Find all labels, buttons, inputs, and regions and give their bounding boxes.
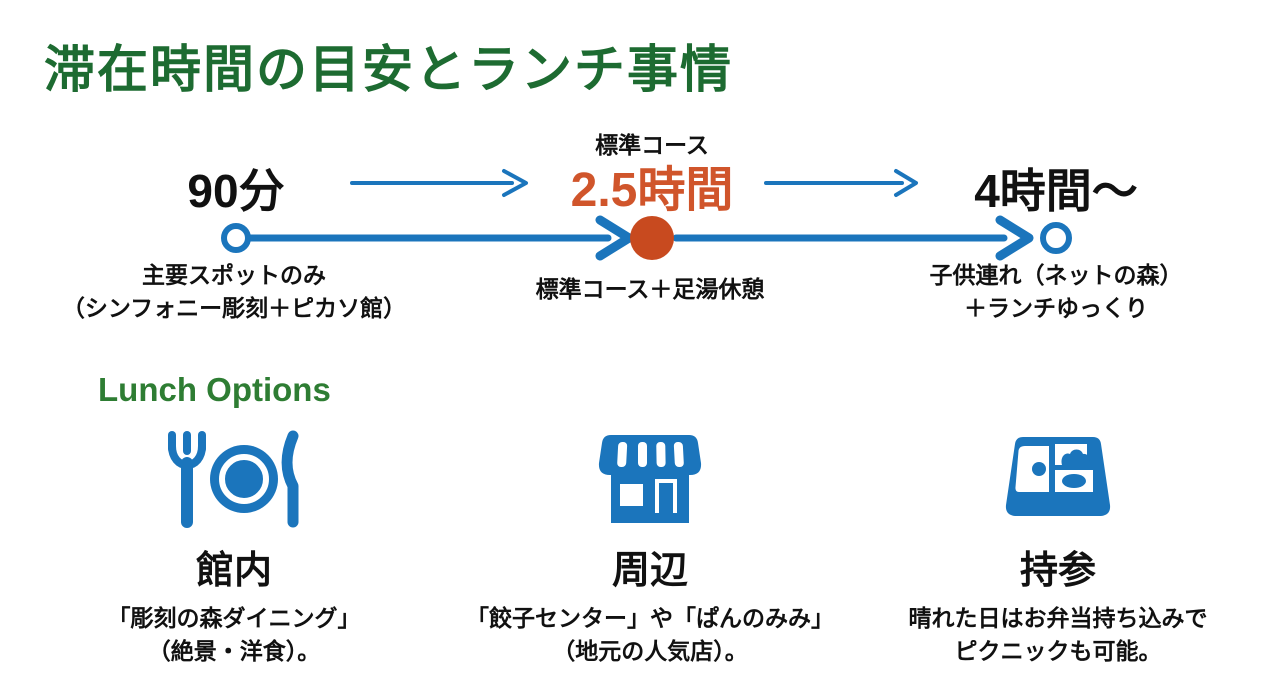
lunch-option-title: 持参 — [1019, 550, 1096, 592]
timeline-note-90min: 主要スポットのみ （シンフォニー彫刻＋ピカソ館） — [62, 259, 406, 324]
timeline-note-line: 標準コース＋足湯休憩 — [535, 276, 765, 302]
timeline-axis — [245, 215, 1034, 261]
lunch-option-desc-line: 「餃子センター」や「ぱんのみみ」 — [466, 605, 834, 631]
timeline-time-4hours: 4時間〜 — [974, 165, 1138, 217]
lunch-option-desc-line: （地元の人気店）。 — [552, 637, 748, 664]
lunch-option-desc-line: ピクニックも可能。 — [954, 637, 1162, 664]
timeline-note-standard: 標準コース＋足湯休憩 — [536, 273, 765, 306]
bento-box-icon — [838, 427, 1276, 531]
timeline-time-90min: 90分 — [187, 165, 285, 217]
lunch-option-title: 周辺 — [611, 550, 688, 592]
lunch-option-desc-line: 「彫刻の森ダイニング」 — [107, 605, 361, 631]
timeline-note-line: 子供連れ（ネットの森） — [929, 262, 1183, 288]
timeline-end-circle — [1040, 222, 1072, 254]
lunch-option-bring-your-own: 持参 晴れた日はお弁当持ち込みで ピクニックも可能。 — [838, 427, 1276, 667]
lunch-option-nearby: 周辺 「餃子センター」や「ぱんのみみ」 （地元の人気店）。 — [430, 427, 870, 667]
timeline-start-circle — [221, 223, 251, 253]
timeline-time-2-5hours: 2.5時間 — [570, 164, 734, 217]
lunch-option-desc-line: （絶景・洋食）。 — [147, 637, 321, 664]
timeline-note-line: （シンフォニー彫刻＋ピカソ館） — [61, 294, 407, 321]
lunch-option-title: 館内 — [195, 550, 272, 592]
timeline-note-line: ＋ランチゆっくり — [964, 294, 1148, 321]
timeline-arrowhead-icon — [595, 215, 634, 261]
lunch-option-desc: 「彫刻の森ダイニング」 （絶景・洋食）。 — [14, 602, 454, 667]
arrow-right-icon — [350, 169, 528, 197]
lunch-option-desc: 「餃子センター」や「ぱんのみみ」 （地元の人気店）。 — [430, 602, 870, 667]
timeline-note-line: 主要スポットのみ — [142, 262, 326, 288]
timeline-arrowhead-icon — [995, 215, 1034, 261]
restaurant-plate-icon — [14, 427, 454, 531]
arrow-right-icon — [764, 169, 918, 197]
lunch-options-heading: Lunch Options — [98, 371, 331, 408]
storefront-icon — [430, 427, 870, 531]
timeline-note-4hours: 子供連れ（ネットの森） ＋ランチゆっくり — [930, 259, 1183, 324]
timeline-midpoint-dot — [630, 216, 674, 260]
lunch-option-onsite: 館内 「彫刻の森ダイニング」 （絶景・洋食）。 — [14, 427, 454, 667]
lunch-option-desc: 晴れた日はお弁当持ち込みで ピクニックも可能。 — [838, 602, 1276, 667]
lunch-option-desc-line: 晴れた日はお弁当持ち込みで — [908, 605, 1208, 631]
timeline-standard-course-tag: 標準コース — [595, 132, 709, 158]
page-title: 滞在時間の目安とランチ事情 — [44, 41, 734, 98]
